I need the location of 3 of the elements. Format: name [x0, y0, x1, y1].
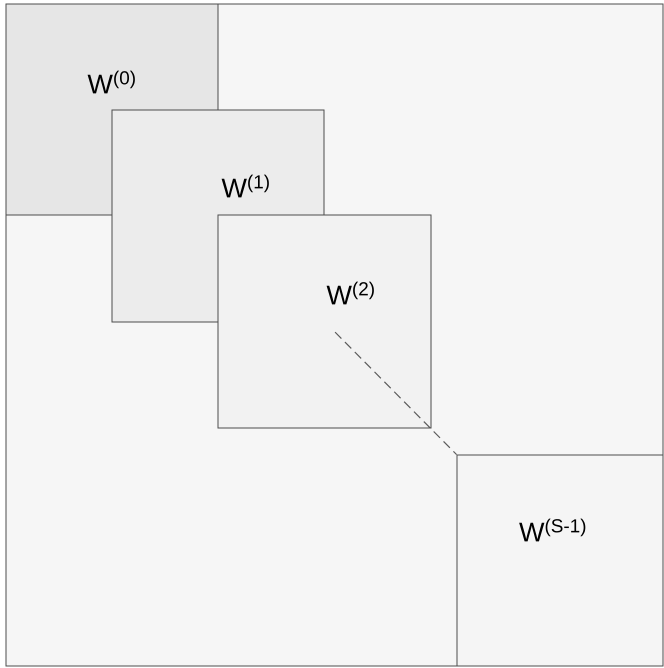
matrix-block: W$^{(S-1)}$ [456, 454, 664, 666]
dashed-line [334, 332, 457, 455]
matrix-block: W$^{(2)}$ [218, 214, 432, 428]
